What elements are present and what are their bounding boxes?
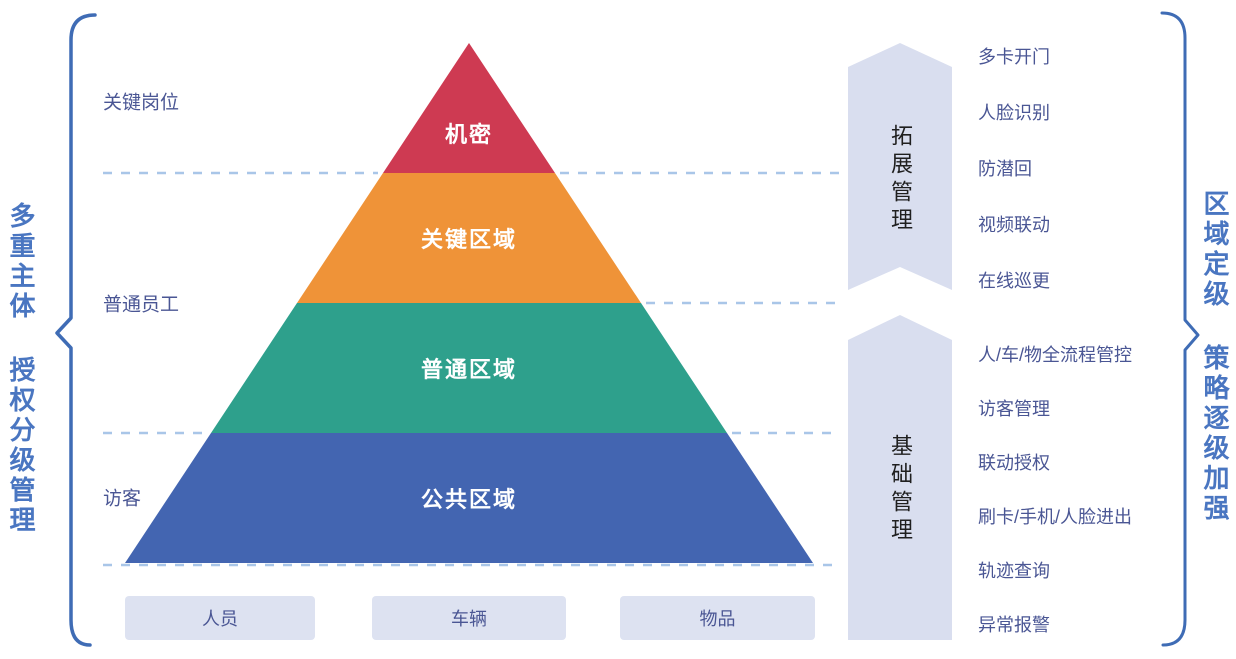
feature-visitor-management: 访客管理: [978, 399, 1050, 419]
basic-management-arrow-banner: [848, 315, 952, 640]
entity-box-vehicle: 车辆: [372, 596, 566, 640]
feature-track-query: 轨迹查询: [978, 561, 1050, 581]
feature-face-recognition: 人脸识别: [978, 103, 1050, 123]
right-brace-title: 区域定级 策略逐级加强: [1200, 190, 1230, 524]
extended-management-arrow-banner: [848, 43, 952, 290]
pyramid-level-normal-area: [211, 303, 727, 433]
basic-feature-list: 人/车/物全流程管控 访客管理 联动授权 刷卡/手机/人脸进出 轨迹查询 异常报…: [978, 344, 1132, 636]
pyramid-level-key-area: [297, 173, 641, 303]
entity-box-goods: 物品: [620, 596, 815, 640]
pyramid-level-public-area: [125, 433, 813, 563]
extended-management-title: 拓展管理: [888, 124, 913, 236]
pyramid-label-public-area: 公共区域: [420, 487, 518, 512]
feature-multi-card-open: 多卡开门: [978, 47, 1050, 67]
audience-label-key-post: 关键岗位: [103, 92, 180, 114]
audience-label-regular-staff: 普通员工: [103, 294, 180, 316]
left-brace-title: 多重主体 授权分级管理: [6, 202, 36, 536]
feature-online-patrol: 在线巡更: [978, 271, 1050, 291]
feature-abnormal-alarm: 异常报警: [978, 615, 1050, 635]
pyramid-label-key-area: 关键区域: [420, 227, 518, 252]
pyramid-label-normal-area: 普通区域: [420, 357, 518, 382]
right-brace: [1160, 11, 1200, 647]
audience-label-visitor: 访客: [103, 488, 142, 510]
extended-feature-list: 多卡开门 人脸识别 防潜回 视频联动 在线巡更: [978, 46, 1050, 292]
feature-video-linkage: 视频联动: [978, 215, 1050, 235]
basic-management-title: 基础管理: [888, 434, 913, 546]
entity-box-personnel: 人员: [125, 596, 315, 640]
feature-anti-passback: 防潜回: [978, 159, 1032, 179]
feature-linkage-authorization: 联动授权: [978, 453, 1050, 473]
feature-card-phone-face-access: 刷卡/手机/人脸进出: [978, 507, 1133, 527]
pyramid-level-confidential: [383, 43, 555, 173]
pyramid-label-confidential: 机密: [444, 122, 494, 147]
left-brace: [55, 13, 97, 647]
feature-full-process-control: 人/车/物全流程管控: [978, 345, 1133, 365]
